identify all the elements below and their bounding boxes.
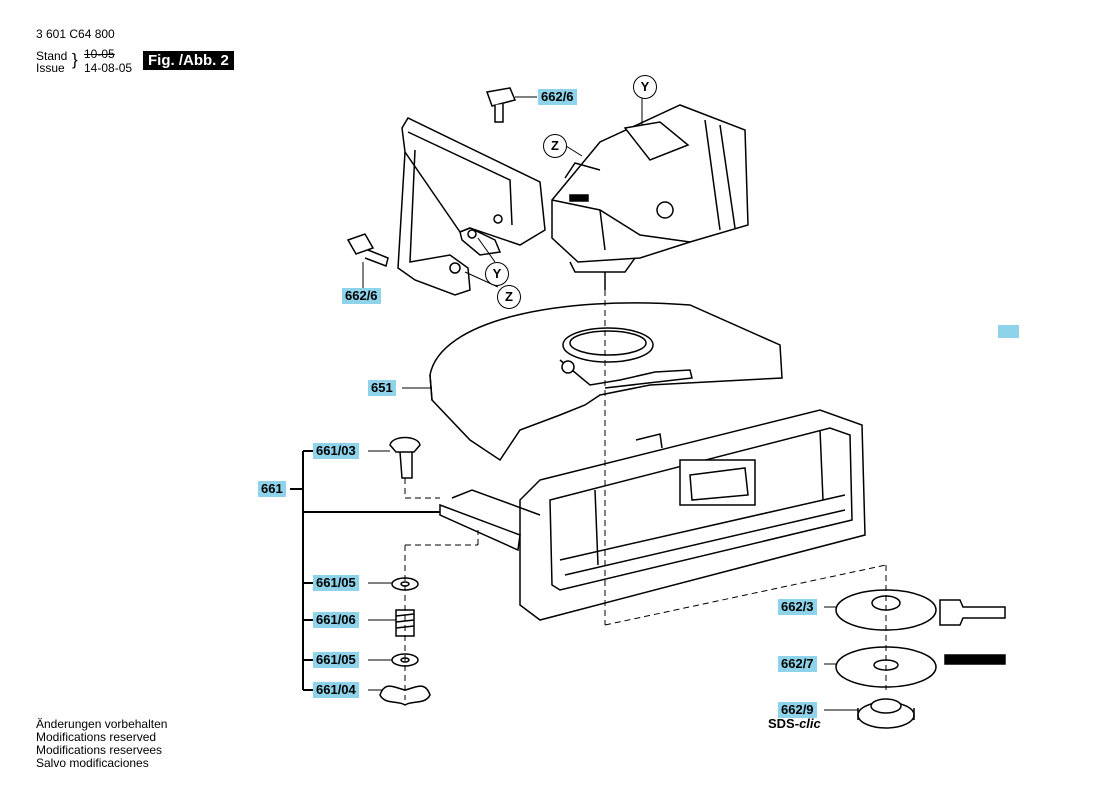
- label-661-05-a: 661/05: [313, 575, 359, 591]
- bolt-top-drawing: [485, 87, 517, 123]
- callout-z-bottom: Z: [497, 285, 521, 309]
- color-swatch: [998, 325, 1019, 338]
- group-bracket-661: [290, 450, 440, 691]
- angle-grinder-drawing: [551, 104, 749, 290]
- sds-clic-label: SDS-clic: [768, 716, 821, 731]
- label-661-03: 661/03: [313, 443, 359, 459]
- label-662-6-left: 662/6: [342, 288, 381, 304]
- cutting-guide-drawing: [519, 409, 866, 621]
- stand-label: Stand: [36, 49, 68, 63]
- brace: }: [72, 50, 78, 69]
- label-662-9: 662/9: [778, 702, 817, 718]
- sds-prefix: SDS-: [768, 716, 800, 731]
- footer-line: Modifications reservees: [36, 743, 163, 757]
- footer-line: Modifications reserved: [36, 730, 157, 744]
- issue-label: Issue: [36, 61, 65, 75]
- label-661-06: 661/06: [313, 612, 359, 628]
- doc-number: 3 601 C64 800: [36, 27, 115, 41]
- stand-date: 10-05: [84, 47, 115, 61]
- label-662-6-top: 662/6: [538, 89, 577, 105]
- label-661-04: 661/04: [313, 682, 359, 698]
- label-661: 661: [258, 481, 286, 497]
- figure-badge: Fig. /Abb. 2: [143, 51, 234, 70]
- flange-parts-drawing: [835, 589, 1006, 729]
- label-661-05-b: 661/05: [313, 652, 359, 668]
- callout-y-top: Y: [633, 75, 657, 99]
- bracket-handle-drawing: [397, 117, 546, 296]
- label-662-3: 662/3: [778, 599, 817, 615]
- callout-y-bottom: Y: [485, 262, 509, 286]
- assembly-lines: [404, 290, 887, 700]
- guard-drawing: [429, 302, 783, 462]
- issue-date: 14-08-05: [84, 61, 133, 75]
- leader-lines: [362, 96, 858, 711]
- label-651: 651: [368, 380, 396, 396]
- label-662-7: 662/7: [778, 656, 817, 672]
- footer-line: Salvo modificaciones: [36, 756, 149, 770]
- hardware-parts-drawing: [379, 436, 431, 706]
- sds-suffix: clic: [799, 716, 821, 731]
- footer-notes: Änderungen vorbehalten Modifications res…: [36, 718, 167, 770]
- footer-line: Änderungen vorbehalten: [36, 717, 168, 731]
- bolt-left-drawing: [346, 233, 389, 268]
- callout-z-top: Z: [543, 134, 567, 158]
